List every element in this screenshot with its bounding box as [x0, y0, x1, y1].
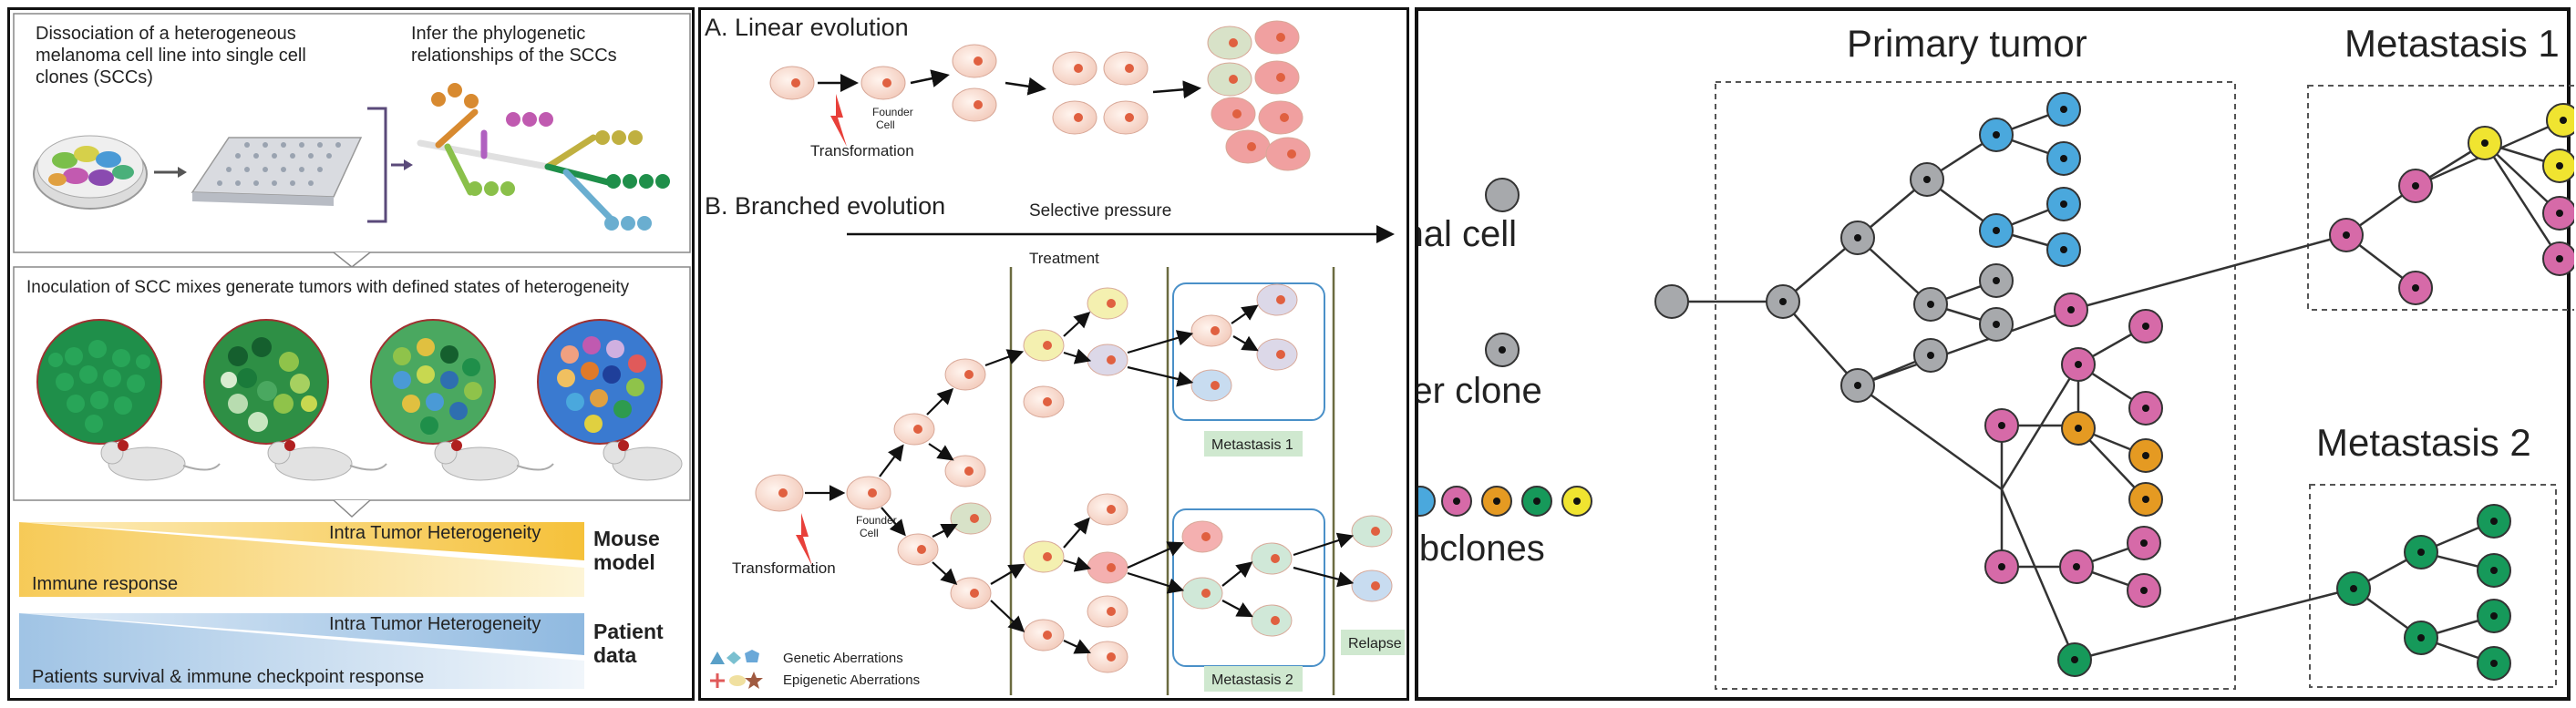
metastasis2-box: [2309, 484, 2557, 688]
metastasis1-tag: [1204, 431, 1303, 457]
tree-node-centers: [1779, 106, 2567, 667]
relapse-label: Relapse: [1348, 636, 1402, 652]
right-panel: Primary tumor Metastasis 1 Metastasis 2 …: [1415, 7, 2574, 701]
legend-normal-label: Normal cell: [1418, 214, 1517, 254]
tree-nodes: [1654, 92, 2574, 681]
metastasis2-label: Metastasis 2: [1211, 672, 1293, 688]
tumor-homogeneous-icon: [36, 319, 162, 445]
linear-title: A. Linear evolution: [705, 14, 909, 41]
mouse-model-line-1: Mouse: [593, 527, 660, 550]
metastasis1-box: [1172, 282, 1325, 421]
inoculation-text: Inoculation of SCC mixes generate tumors…: [26, 278, 630, 297]
metastasis1-title: Metastasis 1: [2344, 22, 2560, 65]
linear-transformation-label: Transformation: [810, 142, 914, 159]
branched-founder-line-2: Cell: [860, 527, 879, 539]
middle-panel: A. Linear evolution: [698, 7, 1409, 701]
branched-title: B. Branched evolution: [705, 192, 945, 220]
epigenetic-aberration-icons: [710, 672, 763, 689]
right-panel-graphic: Primary tumor Metastasis 1 Metastasis 2 …: [1418, 22, 2574, 690]
treatment-label: Treatment: [1029, 250, 1099, 267]
selective-pressure-label: Selective pressure: [1029, 201, 1171, 221]
legend-founder-icon: [1485, 333, 1520, 367]
patient-response-label: Patients survival & immune checkpoint re…: [32, 667, 424, 687]
callout-pointer: [333, 251, 371, 268]
arrowhead-icon: [404, 159, 413, 170]
tumor-mid-heterogeneity-icon: [370, 319, 496, 445]
tumor-marker-icons: [118, 440, 629, 451]
petri-dish-icon: [33, 135, 148, 210]
phylogeny-dots-icon: [417, 108, 615, 223]
tumor-high-heterogeneity-icon: [537, 319, 663, 445]
infer-line-1: Infer the phylogenetic: [411, 24, 585, 44]
patient-model-line-2: data: [593, 643, 637, 667]
relapse-tag: [1341, 630, 1405, 655]
left-panel-graphic: Dissociation of a heterogeneous melanoma…: [13, 13, 691, 689]
patient-ith-label: Intra Tumor Heterogeneity: [329, 614, 541, 634]
branched-cells: [755, 283, 1393, 673]
metastasis2-title: Metastasis 2: [2316, 421, 2531, 464]
primary-tumor-box: [1715, 81, 2236, 690]
dissociation-line-2: melanoma cell line into single cell: [36, 46, 306, 66]
legend-normal-icon: [1485, 178, 1520, 212]
normal-cell-node: [1654, 284, 1689, 319]
mouse-gradient: [19, 522, 584, 597]
dissociation-line-1: Dissociation of a heterogeneous: [36, 24, 296, 44]
branched-founder-line-1: Founder: [856, 514, 897, 527]
bracket-icon: [367, 107, 387, 223]
primary-tumor-title: Primary tumor: [1847, 22, 2087, 65]
tumor-low-heterogeneity-icon: [203, 319, 329, 445]
branched-arrows: [805, 304, 1355, 654]
metastasis1-box: [2307, 85, 2574, 311]
phylogeny-dot-nodes: [431, 83, 670, 231]
legend-epigenetic-label: Epigenetic Aberrations: [783, 672, 920, 688]
mouse-model-line-2: model: [593, 550, 655, 574]
metastasis2-tag: [1204, 666, 1303, 692]
linear-founder-line-2: Cell: [876, 118, 895, 131]
mouse-icons: [100, 441, 683, 481]
linear-nuclei: [791, 33, 1296, 159]
top-box: [13, 13, 691, 253]
legend-subclone-icons: [1418, 486, 1592, 517]
dissociation-line-3: clones (SCCs): [36, 67, 153, 87]
mouse-response-label: Immune response: [32, 574, 178, 594]
mouse-ith-label: Intra Tumor Heterogeneity: [329, 523, 541, 543]
linear-arrows: [818, 69, 1201, 99]
middle-panel-graphic: A. Linear evolution: [705, 14, 1405, 695]
linear-founder-line-1: Founder: [872, 106, 913, 118]
lightning-icon: [796, 513, 812, 566]
metastasis1-label: Metastasis 1: [1211, 437, 1293, 453]
callout-pointer: [333, 499, 371, 518]
lightning-icon: [830, 94, 847, 147]
legend-founder-label: Founder clone: [1418, 371, 1542, 411]
arrowhead-icon: [178, 167, 187, 178]
branched-nuclei: [778, 295, 1380, 662]
branched-transformation-label: Transformation: [732, 559, 836, 577]
patient-model-line-1: Patient: [593, 620, 664, 643]
genetic-aberration-icons: [710, 650, 759, 664]
infer-line-2: relationships of the SCCs: [411, 46, 617, 66]
legend-subclones-label: Subclones: [1418, 528, 1545, 569]
well-plate-icon: [191, 137, 363, 206]
patient-gradient: [19, 613, 584, 689]
legend-genetic-label: Genetic Aberrations: [783, 651, 903, 666]
left-panel: Dissociation of a heterogeneous melanoma…: [7, 7, 695, 701]
